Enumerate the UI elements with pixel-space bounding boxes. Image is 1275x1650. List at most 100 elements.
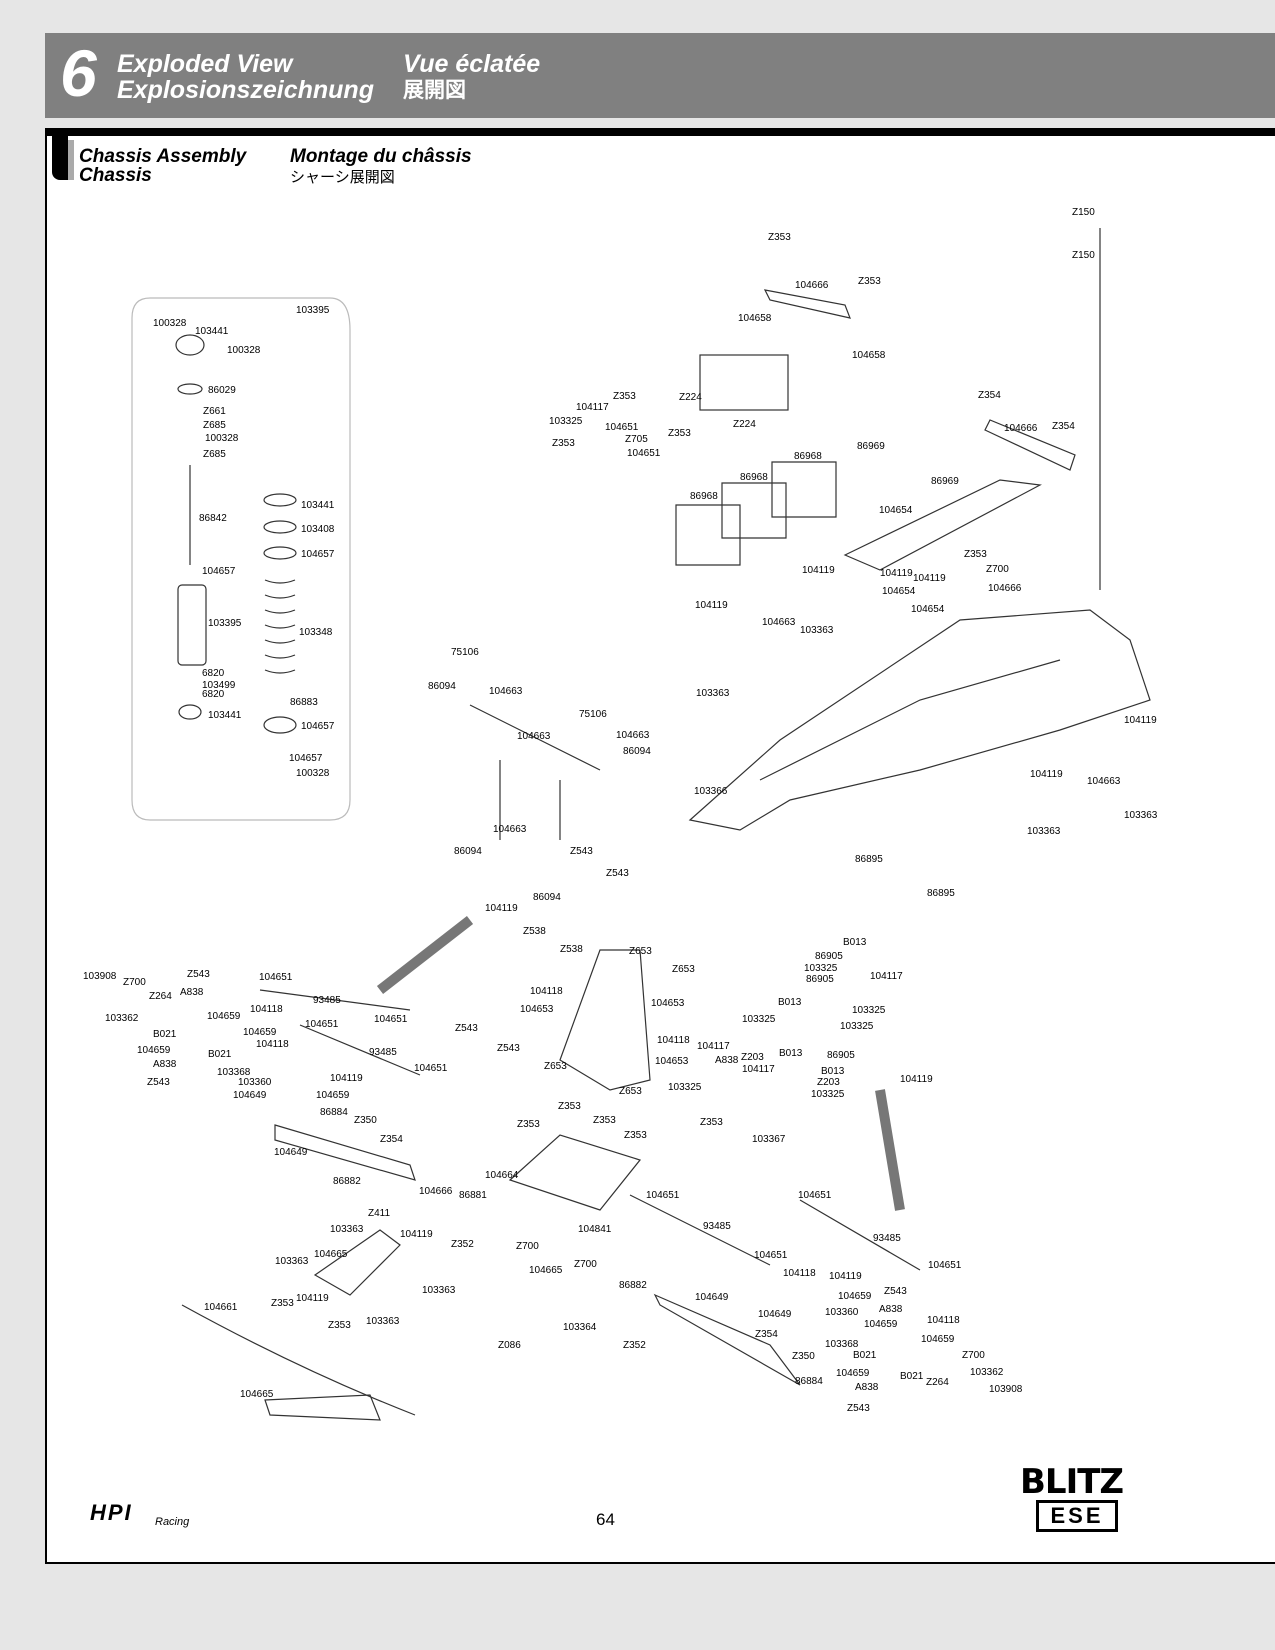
part-number-label: 86842 (199, 513, 227, 524)
part-number-label: B013 (821, 1066, 845, 1077)
part-number-label: 103364 (563, 1322, 597, 1333)
part-number-label: 103348 (299, 627, 333, 638)
part-number-label: A838 (153, 1059, 177, 1070)
part-number-label: B021 (208, 1049, 232, 1060)
part-number-label: A838 (180, 987, 204, 998)
part-number-label: 103325 (668, 1082, 702, 1093)
blitz-logo: BLITZ (1020, 1462, 1124, 1502)
section-number: 6 (60, 36, 97, 110)
part-number-label: 103362 (105, 1013, 139, 1024)
part-number-label: 86884 (795, 1376, 823, 1387)
part-number-label: Z543 (187, 969, 210, 980)
subsection-title-en: Chassis Assembly (79, 146, 247, 167)
part-number-label: Z353 (613, 391, 636, 402)
part-number-label: 103363 (422, 1285, 456, 1296)
part-number-label: 86094 (428, 681, 456, 692)
part-number-label: 104654 (911, 604, 945, 615)
part-number-label: 104659 (316, 1090, 350, 1101)
part-number-label: 104666 (419, 1186, 453, 1197)
part-number-label: 104663 (493, 824, 527, 835)
part-number-label: 86968 (794, 451, 822, 462)
part-number-label: 103362 (970, 1367, 1004, 1378)
hpi-racing-logo: Racing (155, 1516, 190, 1528)
part-number-label: 100328 (227, 345, 261, 356)
subsection-tab (52, 136, 68, 180)
part-number-label: Z353 (624, 1130, 647, 1141)
part-number-label: 86895 (855, 854, 883, 865)
part-number-label: 104119 (802, 565, 835, 576)
part-number-label: 104119 (296, 1293, 329, 1304)
part-number-label: 100328 (205, 433, 239, 444)
part-number-label: 103908 (83, 971, 117, 982)
part-number-label: 104118 (256, 1039, 289, 1050)
part-number-label: Z538 (523, 926, 546, 937)
part-number-label: 104649 (695, 1292, 729, 1303)
part-number-label: 104651 (374, 1014, 408, 1025)
part-number-label: Z203 (817, 1077, 840, 1088)
rear-bumper (181, 1304, 416, 1416)
part-number-label: Z353 (593, 1115, 616, 1126)
part-number-label: Z700 (962, 1350, 985, 1361)
part-number-label: 93485 (369, 1047, 397, 1058)
battery-strap (843, 479, 1042, 571)
battery-packs (675, 461, 837, 566)
part-number-label: 104119 (695, 600, 728, 611)
part-number-label: Z653 (672, 964, 695, 975)
part-number-label: 104659 (137, 1045, 171, 1056)
part-number-label: Z543 (606, 868, 629, 879)
part-number-label: Z086 (498, 1340, 521, 1351)
part-number-label: 104653 (520, 1004, 554, 1015)
part-number-label: 104119 (829, 1271, 862, 1282)
part-number-label: 104651 (627, 448, 661, 459)
part-number-label: 103325 (811, 1089, 845, 1100)
part-number-label: 104663 (489, 686, 523, 697)
part-number-label: 103395 (296, 305, 330, 316)
part-number-label: 104665 (314, 1249, 348, 1260)
part-number-label: Z543 (847, 1403, 870, 1414)
part-number-label: Z653 (629, 946, 652, 957)
part-number-label: 93485 (873, 1233, 901, 1244)
part-number-label: 104651 (754, 1250, 788, 1261)
part-number-label: 104658 (852, 350, 886, 361)
part-number-label: Z353 (768, 232, 791, 243)
turnbuckles (259, 989, 921, 1271)
part-number-label: 86905 (815, 951, 843, 962)
part-number-label: Z150 (1072, 207, 1095, 218)
part-number-label: B013 (779, 1048, 803, 1059)
part-number-label: 103366 (694, 786, 728, 797)
title-jp: 展開図 (403, 78, 466, 102)
part-number-label: 103325 (840, 1021, 874, 1032)
part-number-label: 103363 (800, 625, 834, 636)
part-number-label: 86094 (533, 892, 561, 903)
section-header (45, 33, 1275, 118)
part-number-label: Z653 (619, 1086, 642, 1097)
part-number-label: Z350 (792, 1351, 815, 1362)
part-number-label: 103499 (202, 680, 236, 691)
part-number-label: Z350 (354, 1115, 377, 1126)
part-number-label: Z354 (978, 390, 1001, 401)
part-number-label: Z700 (574, 1259, 597, 1270)
part-number-label: 104649 (274, 1147, 308, 1158)
part-number-label: B021 (900, 1371, 924, 1382)
part-number-label: 100328 (153, 318, 187, 329)
part-number-label: 103408 (301, 524, 335, 535)
ese-logo: ESE (1036, 1500, 1118, 1532)
body-mount-front (469, 704, 601, 840)
part-number-label: 86883 (290, 697, 318, 708)
part-number-label: 104117 (576, 402, 609, 413)
part-number-label: 104651 (928, 1260, 962, 1271)
part-number-label: 86969 (857, 441, 885, 452)
hpi-logo: HPI (90, 1500, 133, 1525)
part-number-label: 103363 (696, 688, 730, 699)
part-number-label: 104659 (243, 1027, 277, 1038)
part-number-label: 104661 (204, 1302, 238, 1313)
part-number-label: 104118 (530, 986, 563, 997)
shock-parts (175, 334, 297, 734)
part-number-label: 86884 (320, 1107, 348, 1118)
title-fr: Vue éclatée (403, 50, 541, 78)
part-number-label: 86905 (827, 1050, 855, 1061)
part-number-label: 104659 (207, 1011, 241, 1022)
skid-plate (264, 1394, 381, 1421)
part-number-label: 104663 (1087, 776, 1121, 787)
